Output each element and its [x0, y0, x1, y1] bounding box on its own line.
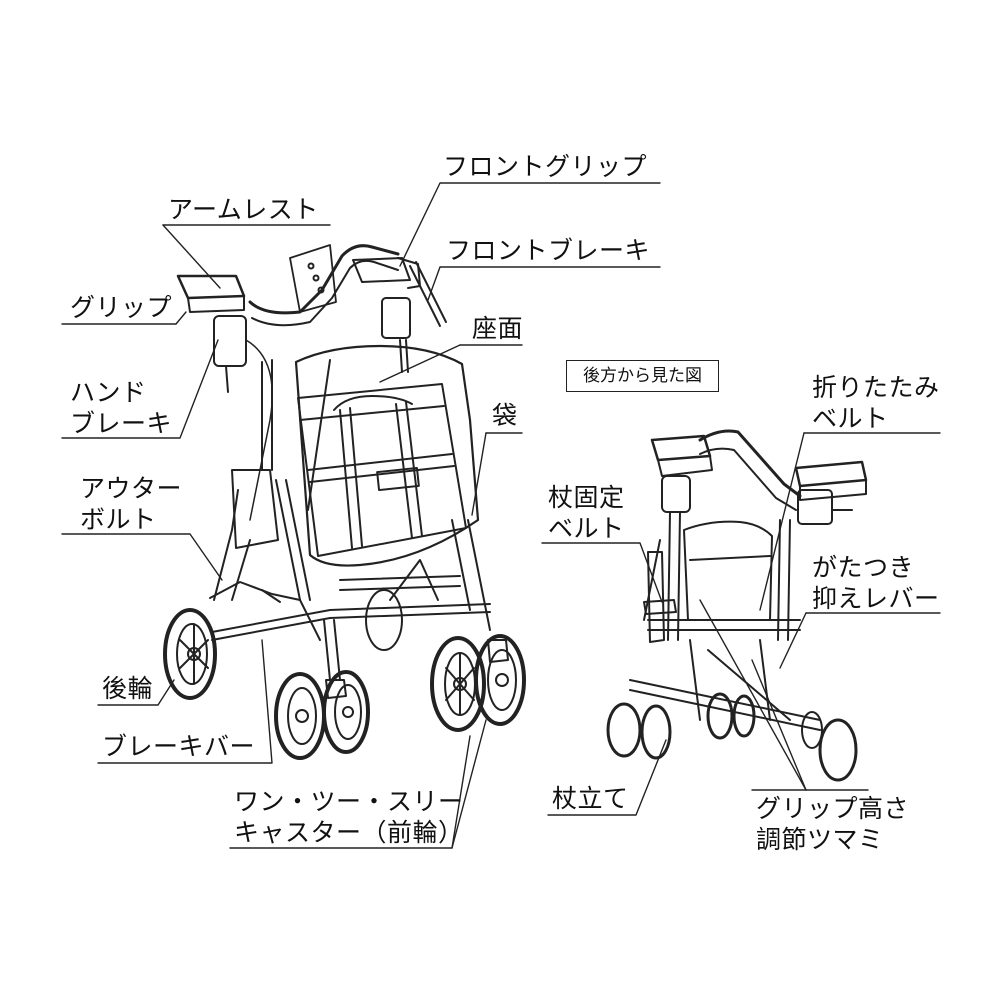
label-grip: グリップ: [70, 293, 173, 322]
label-rear-wheel: 後輪: [102, 674, 154, 703]
label-caster: ワン・ツー・スリー キャスター（前輪）: [234, 787, 464, 847]
label-seat: 座面: [472, 314, 524, 343]
label-front-brake: フロントブレーキ: [446, 236, 651, 265]
label-cane-stand: 杖立て: [552, 784, 629, 813]
label-folding-belt: 折りたたみ ベルト: [812, 373, 940, 433]
label-bag: 袋: [492, 401, 518, 430]
front-view-walker: [163, 244, 526, 760]
rear-view-caption: 後方から見た図: [566, 360, 719, 392]
label-front-grip: フロントグリップ: [443, 152, 648, 181]
label-cane-belt: 杖固定 ベルト: [548, 483, 625, 543]
label-grip-height-knob: グリップ高さ 調節ツマミ: [756, 794, 910, 854]
label-rattle-lever: がたつき 抑えレバー: [812, 553, 940, 613]
leader-lines: [61, 182, 941, 849]
label-outer-bolt: アウター ボルト: [80, 474, 183, 534]
label-armrest: アームレスト: [168, 195, 319, 224]
rear-view-walker: [606, 429, 868, 782]
label-hand-brake: ハンド ブレーキ: [70, 378, 173, 438]
label-brake-bar: ブレーキバー: [102, 732, 256, 761]
